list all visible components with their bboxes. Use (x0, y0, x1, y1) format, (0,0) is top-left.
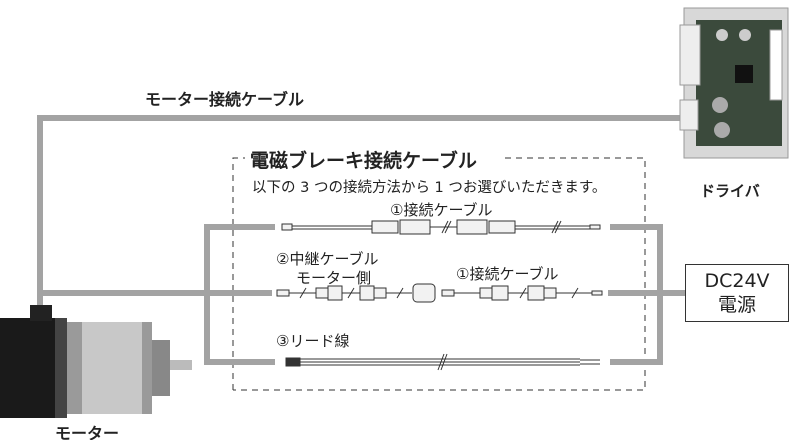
power-label: 電源 (717, 294, 756, 316)
option2-cable (276, 283, 603, 303)
option2-label: ②中継ケーブル (276, 250, 379, 268)
driver-label: ドライバ (700, 182, 760, 200)
motor-cable-route (37, 115, 684, 310)
motor-label: モーター (55, 424, 120, 440)
option3-label: ③リード線 (276, 332, 350, 350)
option3-lead-wires (285, 353, 600, 371)
power-voltage: DC24V (704, 270, 770, 292)
brake-section-title: 電磁ブレーキ接続ケーブル (250, 150, 477, 172)
motor-cable-label: モーター接続ケーブル (145, 90, 305, 109)
brake-section-dashed-border (232, 157, 646, 391)
driver-image (679, 7, 789, 159)
power-supply-box: DC24V 電源 (685, 264, 789, 322)
option2-motor-side-label: モーター側 (296, 269, 372, 287)
brake-section-instruction: 以下の 3 つの接続方法から 1 つお選びいただきます。 (252, 180, 607, 196)
option2-cable-label: ①接続ケーブル (456, 265, 559, 283)
option1-label: ①接続ケーブル (390, 201, 493, 219)
option1-cable (281, 219, 601, 235)
cable-routes (37, 115, 685, 365)
motor-image (0, 305, 192, 418)
